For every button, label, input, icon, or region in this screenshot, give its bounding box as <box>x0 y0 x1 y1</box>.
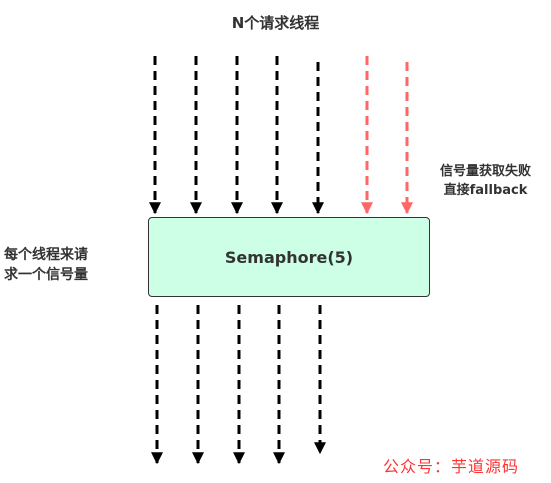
left-note: 每个线程来请 求一个信号量 <box>4 245 88 285</box>
semaphore-box: Semaphore(5) <box>148 217 430 297</box>
right-note-line-1: 信号量获取失败 <box>439 164 531 179</box>
left-note-line-2: 求一个信号量 <box>4 267 88 283</box>
left-note-line-1: 每个线程来请 <box>4 247 88 263</box>
watermark: 公众号：芋道源码 <box>383 457 520 476</box>
right-note-line-2: 直接fallback <box>443 183 528 198</box>
semaphore-label: Semaphore(5) <box>224 247 354 267</box>
right-note: 信号量获取失败 直接fallback <box>428 162 543 200</box>
diagram-title: N个请求线程 <box>231 14 320 32</box>
